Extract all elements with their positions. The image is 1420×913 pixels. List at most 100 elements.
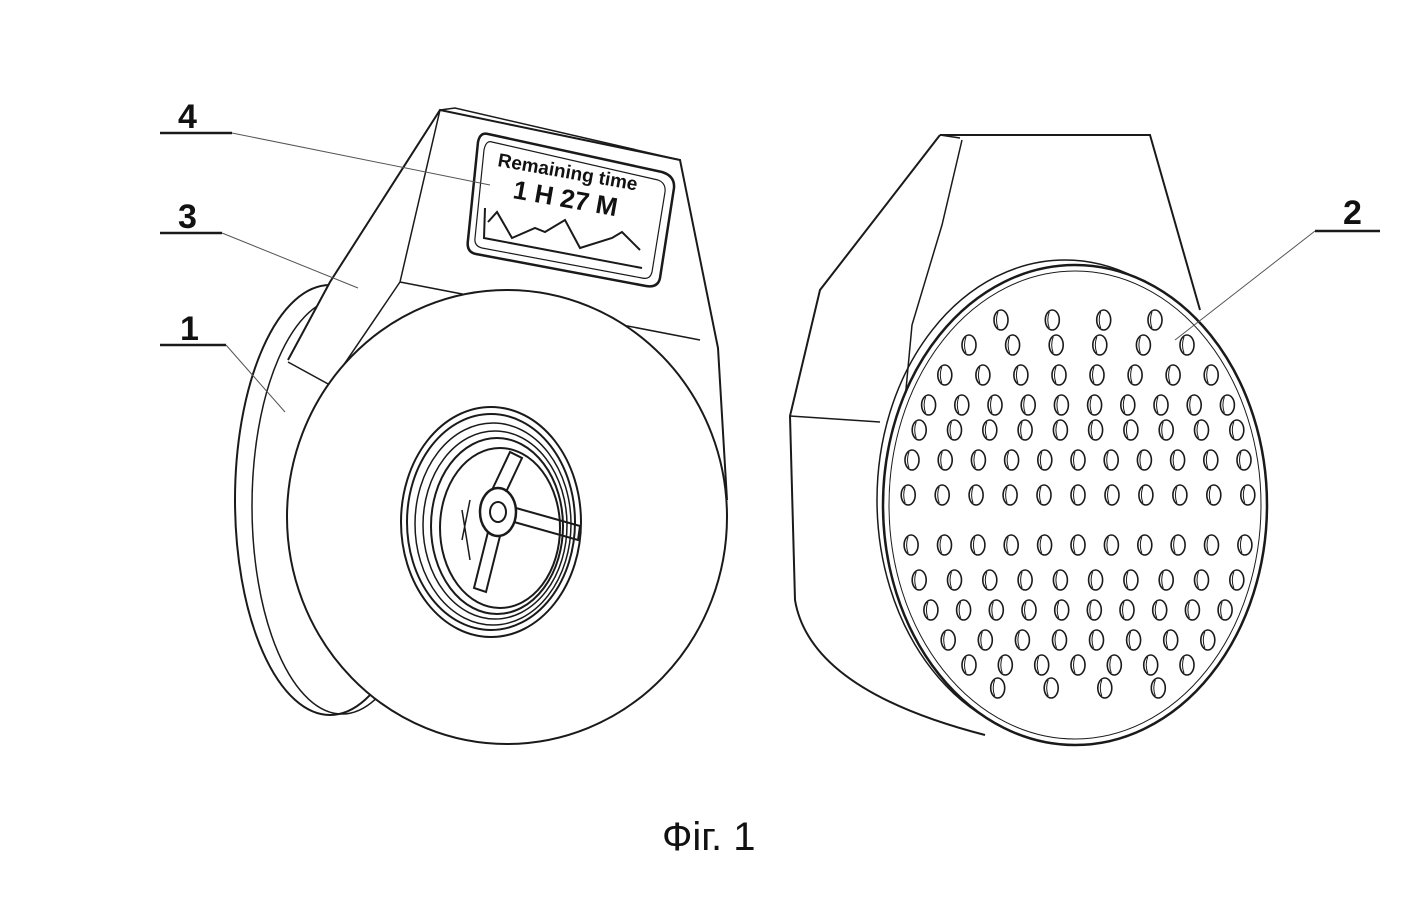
grille-hole-shade: [1122, 601, 1125, 619]
grille-hole-shade: [1139, 536, 1143, 554]
grille-hole-shade: [1182, 656, 1185, 674]
grille-hole-shade: [1153, 679, 1156, 697]
grille-hole-shade: [992, 679, 996, 697]
grille-hole: [1170, 534, 1186, 556]
grille-hole-shade: [1189, 396, 1192, 414]
grille-hole: [993, 309, 1009, 331]
grille-hole-shade: [1000, 656, 1003, 674]
grille-hole: [1021, 599, 1037, 621]
grille-hole: [920, 394, 937, 416]
grille-hole: [955, 599, 972, 621]
grille-hole: [1013, 364, 1029, 386]
grille-hole-shade: [980, 631, 983, 649]
grille-hole: [1053, 394, 1070, 416]
grille-hole: [1097, 677, 1113, 699]
grille-hole-shade: [1023, 396, 1026, 414]
grille-hole-shade: [1206, 366, 1209, 384]
grille-hole-shade: [1073, 486, 1076, 504]
grille-hole: [1070, 534, 1086, 556]
grille-hole-shade: [1109, 656, 1112, 674]
grille-hole: [1179, 654, 1195, 676]
grille-hole: [1086, 394, 1103, 416]
grille-hole: [911, 569, 928, 591]
grille-hole: [1186, 394, 1202, 416]
rear-housing-edges: [789, 134, 963, 423]
grille-hole: [1158, 569, 1174, 591]
grille-hole-shade: [1047, 311, 1050, 329]
upper-housing-top-bevel: [439, 107, 681, 161]
grille-hole: [1089, 364, 1105, 386]
grille-hole-shade: [1036, 656, 1040, 674]
grille-hole: [1229, 419, 1245, 441]
grille-hole: [1203, 534, 1220, 556]
grille-hole: [961, 654, 977, 676]
grille-hole: [1048, 334, 1064, 356]
grille-hole: [1206, 484, 1222, 506]
grille-hole-shade: [1187, 601, 1190, 619]
grille-hole: [1151, 599, 1168, 621]
grille-hole-shade: [1098, 311, 1102, 329]
grille-hole: [923, 599, 939, 621]
grille-hole-shade: [1020, 571, 1023, 589]
grille-hole-shade: [1138, 336, 1141, 354]
grille-hole-shade: [1039, 536, 1043, 554]
grille-hole-shade: [964, 336, 967, 354]
grille-hole: [988, 599, 1005, 621]
grille-hole-shade: [1054, 366, 1057, 384]
grille-hole: [953, 394, 970, 416]
grille-hole: [970, 449, 987, 471]
grille-hole-shade: [1125, 571, 1129, 589]
grille-hole: [903, 534, 919, 556]
grille-hole-shade: [1205, 451, 1209, 469]
grille-hole: [936, 364, 953, 386]
grille-hole-shade: [914, 421, 917, 439]
grille-hole: [1103, 449, 1119, 471]
grille-hole: [1036, 484, 1052, 506]
threaded-connector: [400, 406, 582, 638]
grille-hole: [1237, 534, 1253, 556]
grille-hole: [937, 449, 954, 471]
grille-hole: [1051, 364, 1067, 386]
grille-hole-shade: [1122, 396, 1126, 414]
grille-hole-shade: [1150, 311, 1153, 329]
grille-hole-shade: [940, 451, 943, 469]
grille-hole: [968, 484, 984, 506]
grille-hole: [1070, 654, 1086, 676]
label-4: 4: [178, 98, 197, 136]
grille-hole-shade: [1015, 366, 1019, 384]
grille-hole: [1172, 484, 1188, 506]
grille-hole-shade: [973, 451, 976, 469]
grille-hole-shade: [1017, 631, 1020, 649]
grille-hole: [1103, 534, 1120, 556]
grille-hole-shade: [1172, 451, 1176, 469]
grille-hole: [1087, 569, 1104, 591]
reference-leaders: [160, 131, 1380, 413]
grille-hole-shade: [1020, 421, 1023, 439]
grille-hole: [1219, 394, 1236, 416]
grille-hole: [1070, 449, 1086, 471]
grille-hole-shade: [1005, 486, 1008, 504]
grille-hole: [977, 629, 994, 651]
grille-hole-shade: [1239, 536, 1243, 554]
grille-hole-shade: [984, 571, 988, 589]
grille-hole: [989, 677, 1006, 699]
grille-hole-shade: [1208, 486, 1212, 504]
grille-hole: [1200, 629, 1216, 651]
grille-hole: [1106, 654, 1123, 676]
grille-hole-shade: [937, 486, 940, 504]
left-filter: [234, 107, 728, 745]
grille-hole-shade: [949, 571, 952, 589]
grille-hole-shade: [903, 486, 906, 504]
grille-hole-shade: [1006, 451, 1010, 469]
display-graph: [482, 207, 643, 269]
grille-hole-shade: [1231, 571, 1235, 589]
grille-hole: [1051, 629, 1068, 651]
grille-hole: [1095, 309, 1112, 331]
grille-hole-shade: [906, 536, 909, 554]
grille-hole-shade: [925, 601, 929, 619]
grille-hole-shade: [1161, 421, 1164, 439]
grille-hole: [1033, 654, 1050, 676]
grille-hole: [1036, 534, 1053, 556]
grille-hole: [1052, 419, 1069, 441]
